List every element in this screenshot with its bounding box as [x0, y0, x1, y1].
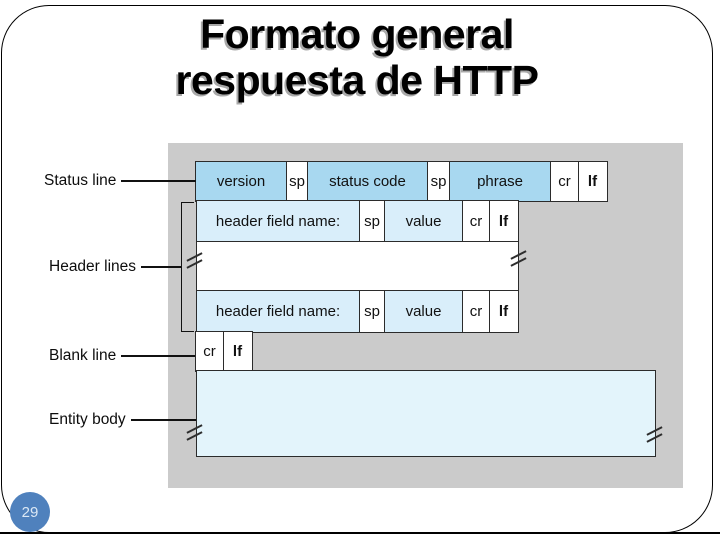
header-lines-bracket [181, 202, 194, 332]
page-number-badge: 29 [10, 492, 50, 532]
cell-status-code: status code [308, 162, 428, 201]
slide-title-line2: respuesta de HTTP [175, 57, 539, 103]
cell-sp: sp [360, 201, 385, 242]
header-lines-label: Header lines [49, 258, 137, 275]
slide-title: Formato general respuesta de HTTP [0, 11, 714, 103]
entity-body-connector [130, 419, 196, 421]
cell-cr: cr [463, 291, 490, 332]
cell-header-field-name: header field name: [197, 291, 360, 332]
status-line-connector [121, 180, 196, 182]
blank-line-row: cr lf [195, 331, 253, 372]
break-mark [645, 425, 665, 447]
header-lines-label-row: Header lines [49, 256, 181, 278]
blank-line-label-row: Blank line [49, 345, 195, 367]
cell-cr: cr [551, 162, 579, 201]
cell-value: value [385, 291, 463, 332]
page-number: 29 [21, 503, 39, 521]
cell-phrase: phrase [450, 162, 551, 201]
header-line-row-1: header field name: sp value cr lf [196, 200, 519, 243]
cell-lf: lf [490, 201, 517, 242]
entity-body-box [196, 370, 656, 457]
cell-cr: cr [463, 201, 490, 242]
blank-line-connector [121, 355, 195, 357]
cell-cr: cr [196, 332, 224, 371]
cell-sp: sp [428, 162, 450, 201]
cell-lf: lf [224, 332, 251, 371]
status-line-label-row: Status line [44, 170, 196, 192]
status-line-row: version sp status code sp phrase cr lf [195, 161, 608, 202]
slide-bottom-edge [0, 532, 720, 534]
cell-lf: lf [579, 162, 606, 201]
cell-value: value [385, 201, 463, 242]
slide-title-line1: Formato general [200, 11, 514, 57]
break-mark [509, 249, 529, 271]
cell-version: version [196, 162, 287, 201]
entity-body-label-row: Entity body [49, 409, 196, 431]
cell-sp: sp [360, 291, 385, 332]
header-lines-continuation-box [196, 241, 519, 292]
entity-body-label: Entity body [49, 411, 126, 428]
status-line-label: Status line [44, 172, 117, 189]
blank-line-label: Blank line [49, 347, 117, 364]
cell-lf: lf [490, 291, 517, 332]
break-mark [185, 251, 205, 273]
header-lines-connector [141, 266, 181, 268]
header-line-row-2: header field name: sp value cr lf [196, 290, 519, 333]
cell-sp: sp [287, 162, 308, 201]
cell-header-field-name: header field name: [197, 201, 360, 242]
